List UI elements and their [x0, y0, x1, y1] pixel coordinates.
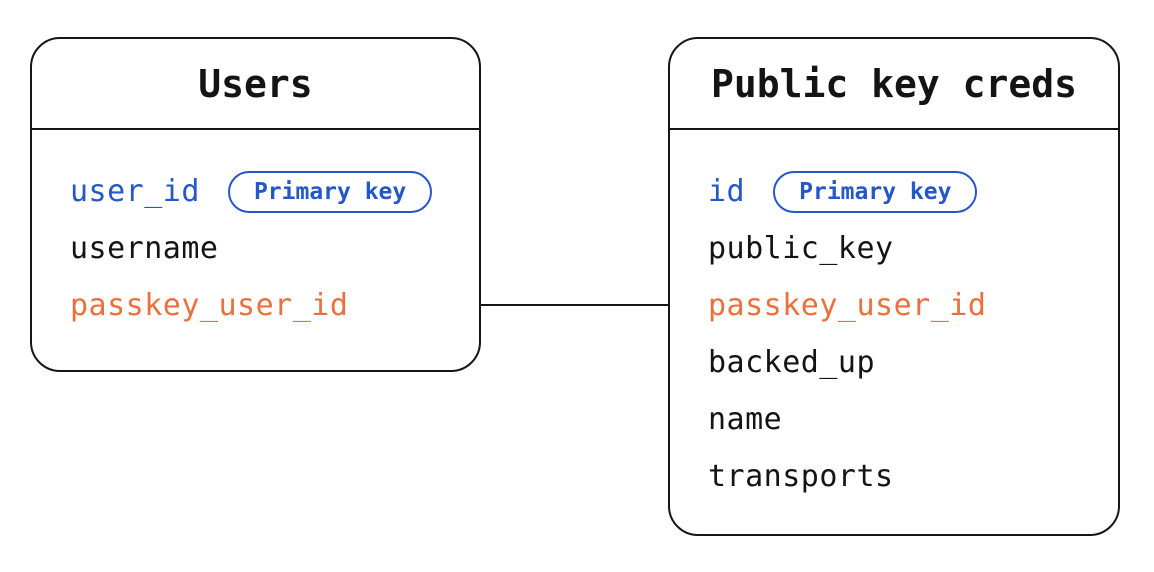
table-users-title: Users	[32, 39, 479, 130]
table-public-key-creds: Public key creds id Primary key public_k…	[668, 37, 1120, 536]
field-row-passkey-user-id: passkey_user_id	[708, 277, 1102, 334]
relationship-line	[481, 304, 668, 306]
table-public-key-creds-title: Public key creds	[670, 39, 1118, 130]
field-row-passkey-user-id: passkey_user_id	[70, 277, 463, 334]
field-row-name: name	[708, 391, 1102, 448]
field-row-username: username	[70, 220, 463, 277]
field-row-transports: transports	[708, 448, 1102, 505]
field-label-backed-up: backed_up	[708, 345, 876, 380]
field-label-username: username	[70, 231, 219, 266]
field-row-id: id Primary key	[708, 163, 1102, 220]
field-row-user-id: user_id Primary key	[70, 163, 463, 220]
field-label-id: id	[708, 174, 746, 209]
field-label-user-id: user_id	[70, 174, 200, 209]
table-public-key-creds-fields: id Primary key public_key passkey_user_i…	[670, 130, 1118, 505]
table-users-fields: user_id Primary key username passkey_use…	[32, 130, 479, 334]
field-row-public-key: public_key	[708, 220, 1102, 277]
field-label-passkey-user-id: passkey_user_id	[708, 288, 987, 323]
field-label-passkey-user-id: passkey_user_id	[70, 288, 349, 323]
field-label-transports: transports	[708, 459, 894, 494]
field-label-name: name	[708, 402, 783, 437]
field-label-public-key: public_key	[708, 231, 894, 266]
field-row-backed-up: backed_up	[708, 334, 1102, 391]
table-users: Users user_id Primary key username passk…	[30, 37, 481, 372]
primary-key-badge: Primary key	[227, 170, 433, 213]
primary-key-badge: Primary key	[773, 170, 978, 213]
